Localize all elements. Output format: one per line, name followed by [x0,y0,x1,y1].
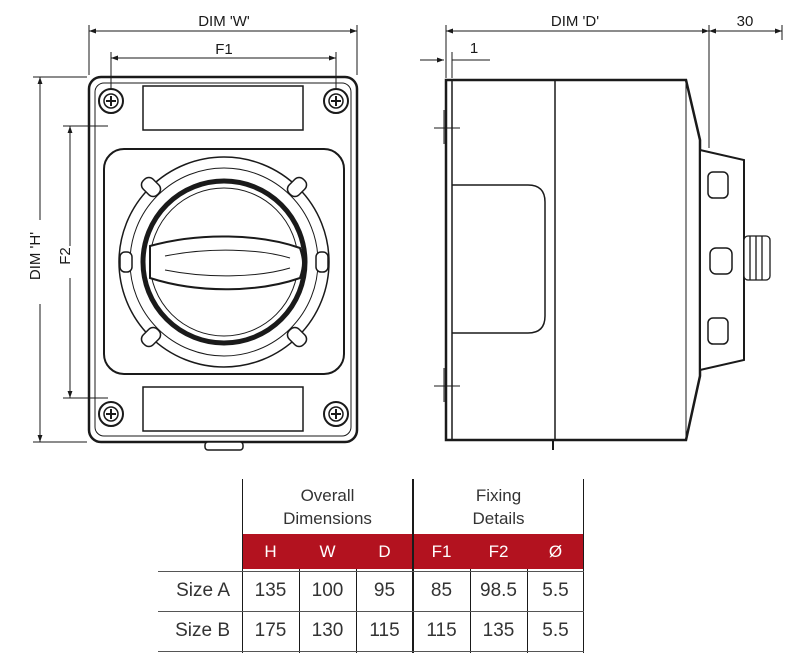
label-plate-top [142,85,304,131]
group-fixing-details: Fixing Details [413,479,584,534]
bezel-lugs [119,176,329,348]
table-cell: 130 [311,620,344,641]
group-fixing-line2: Details [472,508,525,528]
dim-f1-label: F1 [215,41,233,58]
group-fixing-line1: Fixing [475,485,522,505]
corner-screw [323,401,349,427]
corner-screw [98,401,124,427]
row-label-size-a: Size A [176,580,230,601]
dimensions-table: Overall Dimensions Fixing Details H W D … [158,479,584,653]
column-header-w: W [299,534,356,569]
dim-w-label: DIM 'W' [198,13,250,30]
table-cell: 115 [426,620,457,641]
side-dimensions [420,25,783,148]
switch-handle [149,235,304,291]
side-recess [452,184,546,334]
table-cell: 115 [369,620,400,641]
table-cell: 100 [311,580,344,601]
table-rule [158,651,584,652]
table-rule [158,611,584,612]
table-cell: 5.5 [542,580,569,601]
table-divider [412,479,414,653]
row-label-size-b: Size B [175,620,230,641]
dim-1-label: 1 [470,40,478,57]
dim-d-label: DIM 'D' [551,13,599,30]
column-header-f2: F2 [470,534,527,569]
corner-screw [323,88,349,114]
table-cell: 5.5 [542,620,569,641]
table-cell: 135 [254,580,287,601]
dim-h-label: DIM 'H' [27,232,44,280]
table-cell: 85 [430,580,453,601]
bottom-gland [204,441,244,451]
group-overall-dimensions: Overall Dimensions [242,479,413,534]
table-divider [242,479,243,653]
group-overall-line2: Dimensions [283,508,372,528]
dim-f2-label: F2 [57,247,74,265]
table-cell: 98.5 [480,580,517,601]
column-header-d: D [356,534,413,569]
table-divider [583,479,584,653]
table-cell: 95 [373,580,396,601]
table-cell: 175 [254,620,287,641]
front-view [87,75,359,451]
side-body [444,78,702,442]
column-header-f1: F1 [413,534,470,569]
side-view [434,78,771,450]
shaft-thread [743,235,771,281]
column-header-h: H [242,534,299,569]
table-rule [158,571,584,572]
column-header-diameter: Ø [527,534,584,569]
dim-30-label: 30 [737,13,754,30]
technical-drawing: DIM 'W' F1 DIM 'H' F2 DIM 'D' [27,12,783,451]
table-cell: 135 [482,620,515,641]
group-overall-line1: Overall [300,485,355,505]
corner-screw [98,88,124,114]
label-plate-bottom [142,386,304,432]
